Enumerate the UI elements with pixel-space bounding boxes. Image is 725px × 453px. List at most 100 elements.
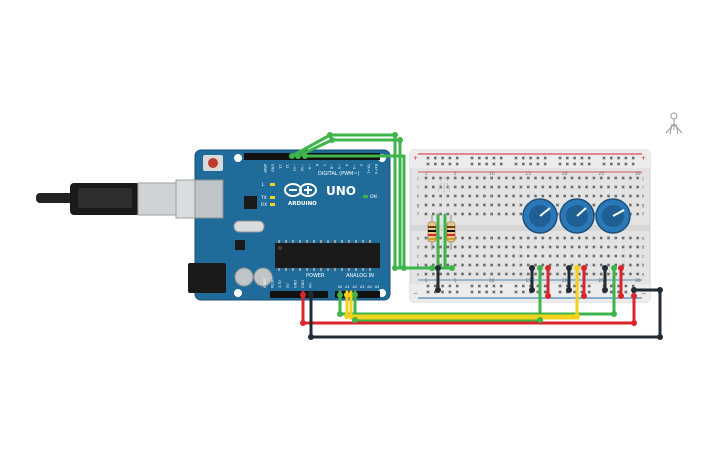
maker-label: ARDUINO [288,201,317,207]
row-letter: g [642,204,645,209]
led-label-l: L [262,182,265,188]
column-number: 30 [635,278,641,284]
mounting-hole [234,289,242,297]
hand-cursor-icon[interactable] [665,112,683,135]
wire-red[interactable] [301,266,636,325]
row-letter: j [416,176,418,182]
rail-minus-label: − [413,290,418,297]
potentiometer[interactable] [595,198,631,234]
column-number: 20 [562,171,568,177]
row-letter: b [417,263,420,269]
rail-minus-label: − [641,290,646,297]
reset-button[interactable] [208,158,218,168]
column-number: 10 [489,171,495,177]
capacitor [234,267,254,287]
digital-pin-label: 12 [285,164,289,168]
row-letter: f [417,212,419,218]
row-letter: e [417,237,420,242]
column-number: 15 [525,278,531,284]
power-label: POWER [306,273,325,279]
analog-pin-label: A3 [360,285,365,289]
column-number: 20 [562,278,568,284]
row-letter: f [642,212,644,218]
resistor[interactable] [446,215,456,250]
row-letter: b [642,263,645,269]
led-on [363,195,368,198]
on-led-label: ON [370,194,377,200]
power-pin-label: IOREF [263,278,267,288]
analog-pin-label: A0 [338,285,343,289]
row-letter: j [641,176,643,182]
analog-pin-label: A5 [375,285,380,289]
arduino-uno-board[interactable]: UNO ARDUINO DIGITAL (PWM~) POWER ANALOG … [188,149,391,301]
column-number: 30 [635,171,641,177]
arduino-logo [284,183,317,197]
digital-pin-label: 7 [322,164,326,166]
power-pin-label: Vin [309,282,313,288]
atmega-chip [275,243,380,268]
digital-pin-label: 4 [344,164,348,167]
digital-pin-label: ~3 [352,164,356,169]
row-letter: i [642,185,643,191]
digital-pin-label: ~5 [337,164,341,169]
analog-pin-label: A2 [352,285,357,289]
power-header[interactable] [270,291,328,298]
usb-cable[interactable] [36,179,223,219]
analog-pin-label: A1 [345,285,350,289]
power-pin-label: RESET [271,276,275,288]
power-pin-label: 5V [286,283,290,288]
potentiometer[interactable] [522,198,558,234]
row-letter: i [417,185,418,191]
resistor[interactable] [427,215,437,250]
rail-plus-label: + [413,155,418,162]
digital-pin-label: ~11 [293,164,297,171]
row-letter: d [642,245,645,251]
digital-pin-label: 13 [278,164,282,168]
row-letter: d [417,245,420,251]
column-number: 5 [454,278,457,284]
digital-pin-label: AREF [263,164,267,173]
column-number: 1 [425,278,428,284]
regulator [235,240,245,250]
column-number: 25 [598,171,604,177]
led-rx [270,203,275,206]
rail-plus-label: + [641,155,646,162]
usb-jack [194,179,224,219]
row-letter: a [417,273,420,278]
digital-pin-label: 8 [315,164,319,166]
digital-pin-label: GND [270,164,274,172]
brand-label: UNO [326,184,356,198]
digital-header-label: DIGITAL (PWM~) [318,171,360,177]
usb-chip [244,196,257,209]
digital-pin-label: 2 [359,164,363,166]
row-letter: c [642,255,645,260]
column-number: 1 [425,171,428,177]
led-label-tx: TX [260,195,267,201]
digital-pin-label: ~10 [300,164,304,171]
power-pin-label: 3.3V [278,279,282,288]
wire-endpoints[interactable] [289,132,663,340]
capacitor [253,267,273,287]
row-letter: h [642,194,645,200]
row-letter: g [417,204,420,209]
wire-yellow[interactable] [345,266,580,320]
analog-label: ANALOG IN [346,273,374,279]
potentiometer[interactable] [559,198,595,234]
row-letter: h [417,194,420,200]
digital-pin-label: RX←0 [374,164,378,174]
row-letter: c [417,255,420,260]
digital-pin-label: ~9 [307,164,311,169]
power-jack [188,263,226,293]
column-number: 25 [598,278,604,284]
column-number: 5 [454,171,457,177]
column-number: 15 [525,171,531,177]
crystal [233,220,265,233]
led-label-rx: RX [261,202,267,208]
mounting-hole [234,154,242,162]
analog-pin-label: A4 [367,285,372,289]
led-l [270,183,275,186]
row-letter: a [642,273,645,278]
led-tx [270,196,275,199]
row-letter: e [642,237,645,242]
